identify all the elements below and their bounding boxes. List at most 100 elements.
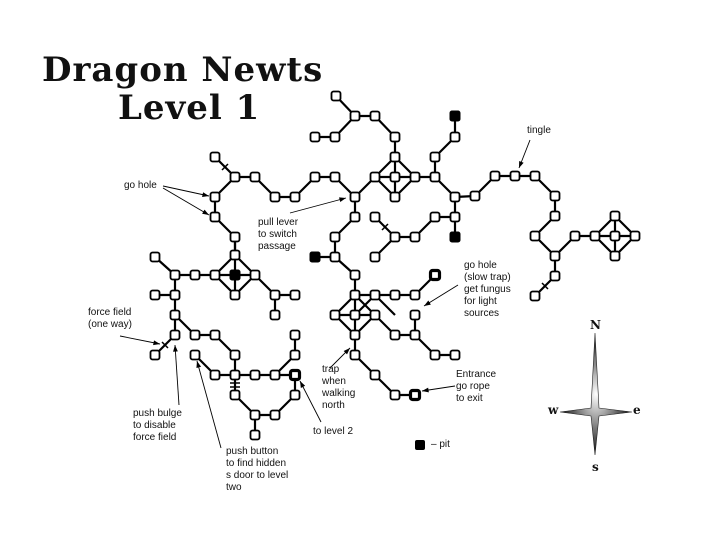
pit-node <box>309 251 321 263</box>
special-room-node <box>428 268 442 282</box>
room-node <box>169 329 181 341</box>
label-go-hole: go hole <box>124 180 157 191</box>
room-node <box>389 329 401 341</box>
room-node <box>329 171 341 183</box>
annotation-arrow <box>119 335 161 345</box>
room-node <box>349 329 361 341</box>
room-node <box>209 329 221 341</box>
room-node <box>309 171 321 183</box>
label-force-field: force field (one way) <box>88 307 132 330</box>
annotation-arrow <box>174 344 180 406</box>
secret-door-icon <box>230 382 240 388</box>
arrowhead-icon <box>202 209 209 215</box>
room-node <box>289 289 301 301</box>
room-node <box>349 191 361 203</box>
room-node <box>189 349 201 361</box>
room-node <box>429 171 441 183</box>
room-node <box>209 211 221 223</box>
room-node <box>529 230 541 242</box>
label-to-level-2: to level 2 <box>313 426 354 437</box>
compass-west: w <box>548 403 559 417</box>
special-room-node <box>408 388 422 402</box>
annotation-arrow <box>162 187 210 216</box>
room-node <box>229 231 241 243</box>
arrowhead-icon <box>173 345 178 352</box>
room-node <box>449 349 461 361</box>
room-node <box>329 131 341 143</box>
room-node <box>589 230 601 242</box>
room-node <box>389 151 401 163</box>
room-node <box>229 389 241 401</box>
room-node <box>289 329 301 341</box>
room-node <box>209 369 221 381</box>
room-node <box>629 230 641 242</box>
room-node <box>389 389 401 401</box>
room-node <box>289 349 301 361</box>
room-node <box>249 409 261 421</box>
room-node <box>349 269 361 281</box>
room-node <box>449 191 461 203</box>
arrowhead-icon <box>343 348 350 355</box>
annotation-arrow <box>196 360 222 449</box>
room-node <box>229 171 241 183</box>
room-node <box>549 250 561 262</box>
room-node <box>569 230 581 242</box>
room-node <box>249 269 261 281</box>
label-tingle: tingle <box>527 125 551 136</box>
pit-node <box>449 110 461 122</box>
special-room-node <box>288 368 302 382</box>
compass-north: N <box>590 318 601 332</box>
room-node <box>509 170 521 182</box>
room-node <box>169 289 181 301</box>
room-node <box>609 250 621 262</box>
map-title-line2: Level 1 <box>118 88 261 128</box>
compass-east: e <box>633 403 641 417</box>
room-node <box>249 171 261 183</box>
room-node <box>289 191 301 203</box>
arrowhead-icon <box>339 197 346 203</box>
annotation-arrow <box>299 380 322 423</box>
room-node <box>369 110 381 122</box>
room-node <box>369 211 381 223</box>
room-node <box>529 290 541 302</box>
pit-node <box>229 269 241 281</box>
room-node <box>409 289 421 301</box>
room-node <box>249 429 261 441</box>
room-node <box>409 309 421 321</box>
room-node <box>369 171 381 183</box>
room-node <box>269 289 281 301</box>
room-node <box>549 190 561 202</box>
room-node <box>389 191 401 203</box>
room-node <box>169 269 181 281</box>
room-node <box>329 309 341 321</box>
label-push-bulge: push bulge to disable force field <box>133 408 182 443</box>
room-node <box>329 231 341 243</box>
room-node <box>329 251 341 263</box>
room-node <box>189 269 201 281</box>
room-node <box>609 210 621 222</box>
arrowhead-icon <box>422 387 429 393</box>
arrowhead-icon <box>519 161 524 168</box>
label-push-button: push button to find hidden s door to lev… <box>226 446 289 493</box>
room-node <box>330 90 342 102</box>
pit-square-icon <box>415 440 425 450</box>
room-node <box>209 191 221 203</box>
room-node <box>349 349 361 361</box>
room-node <box>349 110 361 122</box>
room-node <box>529 170 541 182</box>
room-node <box>269 191 281 203</box>
room-node <box>149 349 161 361</box>
room-node <box>229 289 241 301</box>
label-trap: trap when walking north <box>322 364 356 411</box>
room-node <box>229 369 241 381</box>
room-node <box>449 131 461 143</box>
label-entrance: Entrance go rope to exit <box>456 369 497 404</box>
room-node <box>269 369 281 381</box>
room-node <box>409 171 421 183</box>
one-way-mark-icon <box>161 341 169 349</box>
room-node <box>389 131 401 143</box>
room-node <box>369 251 381 263</box>
room-node <box>209 269 221 281</box>
